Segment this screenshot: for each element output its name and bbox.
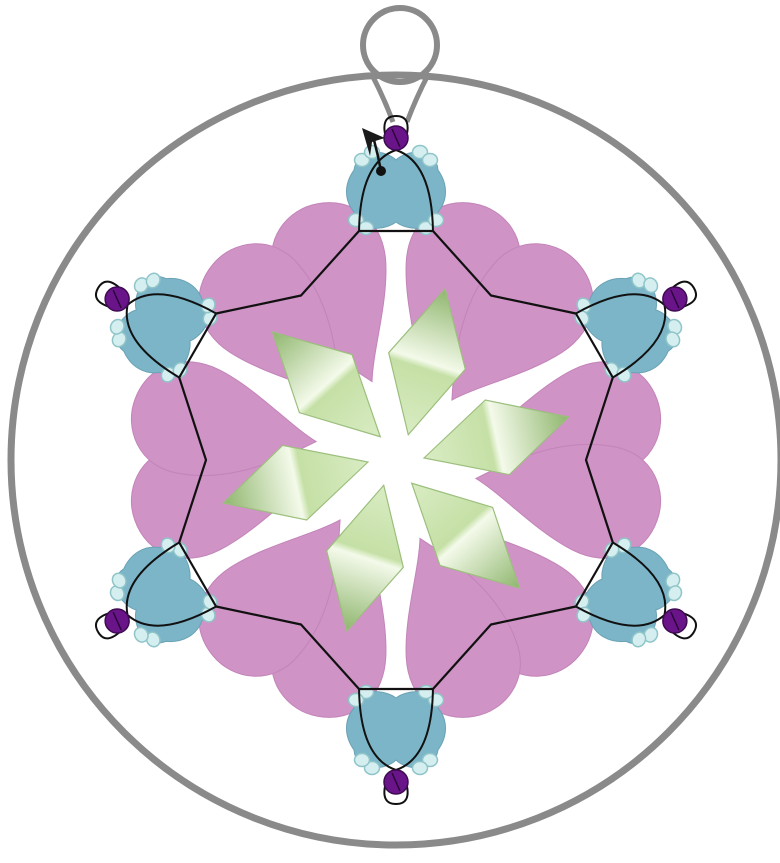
seed-bead <box>423 154 438 167</box>
seed-bead <box>349 694 364 707</box>
seed-bead <box>355 754 370 767</box>
hanging-loop-ring-icon <box>363 8 437 82</box>
cluster-1 <box>347 146 446 235</box>
cluster-4 <box>347 686 446 775</box>
start-knot <box>376 166 386 176</box>
petal-layer <box>120 189 671 732</box>
seed-bead <box>359 222 374 235</box>
seed-bead <box>429 214 444 227</box>
seed-bead <box>419 686 434 699</box>
seed-bead <box>413 762 428 775</box>
